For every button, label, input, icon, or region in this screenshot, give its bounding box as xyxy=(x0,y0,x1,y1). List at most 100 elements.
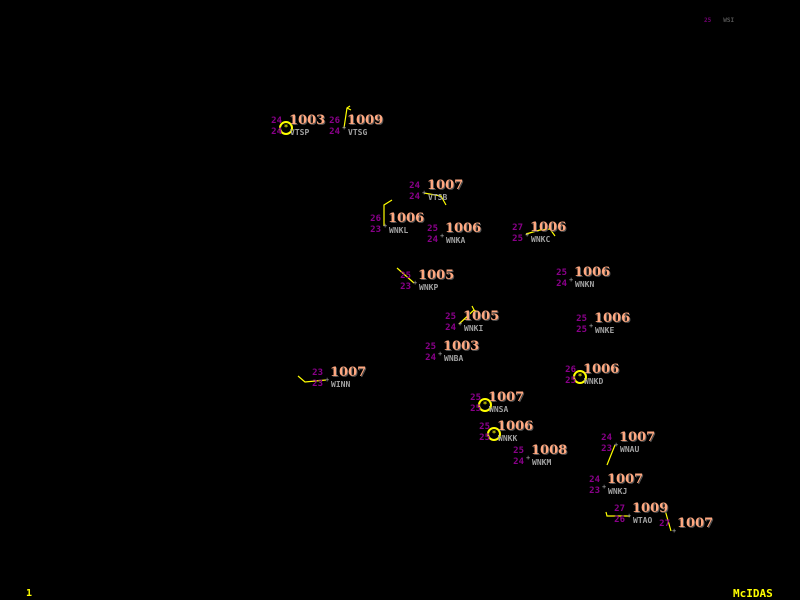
temperature: 26 xyxy=(370,214,381,224)
pressure: 1006 xyxy=(594,311,631,326)
station-marker-icon: + xyxy=(672,527,677,535)
pressure: 1007 xyxy=(607,472,644,487)
dewpoint: 25 xyxy=(512,234,523,244)
pressure: 1007 xyxy=(677,516,714,531)
temperature: 26 xyxy=(565,365,576,375)
wind-barb xyxy=(605,511,630,517)
dewpoint: 24 xyxy=(409,192,420,202)
pressure: 1003 xyxy=(443,339,480,354)
dewpoint: 24 xyxy=(329,127,340,137)
wind-barb xyxy=(458,305,478,325)
station-marker-icon: + xyxy=(627,512,632,520)
station-id: WNSA xyxy=(489,405,509,414)
pressure: 1008 xyxy=(531,443,568,458)
rain-symbol-icon: * xyxy=(487,427,501,441)
dewpoint: 24 xyxy=(425,353,436,363)
pressure: 1007 xyxy=(427,178,464,193)
station-id: WINN xyxy=(331,380,351,389)
station-marker-icon: + xyxy=(526,454,531,462)
station-marker-icon: + xyxy=(602,483,607,491)
wind-barb xyxy=(606,444,616,466)
dewpoint: 24 xyxy=(556,279,567,289)
wind-barb xyxy=(664,509,672,532)
rain-symbol-icon: * xyxy=(573,370,587,384)
station-marker-icon: + xyxy=(525,231,530,239)
station-id: WNKD xyxy=(584,377,604,386)
station-id: VTSB xyxy=(428,193,448,202)
temperature: 23 xyxy=(312,368,323,378)
station-id: WNAU xyxy=(620,445,640,454)
dewpoint: 23 xyxy=(400,282,411,292)
temperature: 26 xyxy=(329,116,340,126)
corner-id: WSI xyxy=(723,17,735,24)
wind-barb xyxy=(297,375,327,383)
dewpoint: 26 xyxy=(614,515,625,525)
wind-barb xyxy=(343,105,352,129)
wind-barb xyxy=(396,267,415,284)
temperature: 25 xyxy=(425,342,436,352)
station-marker-icon: + xyxy=(325,376,330,384)
pressure: 1009 xyxy=(632,501,669,516)
temperature: 25 xyxy=(400,271,411,281)
station-id: VTSP xyxy=(290,128,310,137)
dewpoint: 24 xyxy=(271,127,282,137)
dewpoint: 25 xyxy=(470,404,481,414)
mcidas-logo: McIDAS xyxy=(733,587,773,600)
station-id: WNKA xyxy=(446,236,466,245)
dewpoint: 23 xyxy=(370,225,381,235)
station-id: VTSG xyxy=(348,128,368,137)
pressure: 1005 xyxy=(418,268,455,283)
station-id: WNKI xyxy=(464,324,484,333)
station-id: WNKL xyxy=(389,226,409,235)
dewpoint: 23 xyxy=(312,379,323,389)
dewpoint: 25 xyxy=(576,325,587,335)
temperature: 25 xyxy=(513,446,524,456)
dewpoint: 24 xyxy=(513,457,524,467)
temperature: 27 xyxy=(614,504,625,514)
station-marker-icon: + xyxy=(383,222,388,230)
frame-number: 1 xyxy=(26,588,33,599)
temperature: 25 xyxy=(479,422,490,432)
temperature: 25 xyxy=(576,314,587,324)
station-id: WTAO xyxy=(633,516,653,525)
station-marker-icon: + xyxy=(342,124,347,132)
station-marker-icon: + xyxy=(569,276,574,284)
station-marker-icon: + xyxy=(440,232,445,240)
rain-symbol-icon: * xyxy=(478,398,492,412)
temperature: 27 xyxy=(512,223,523,233)
rain-symbol-icon: * xyxy=(279,121,293,135)
station-marker-icon: + xyxy=(458,320,463,328)
pressure: 1007 xyxy=(619,430,656,445)
station-id: WNKK xyxy=(498,434,518,443)
dewpoint: 24 xyxy=(427,235,438,245)
station-marker-icon: + xyxy=(589,322,594,330)
pressure: 1005 xyxy=(463,309,500,324)
pressure: 1009 xyxy=(347,113,384,128)
temperature: 24 xyxy=(601,433,612,443)
pressure: 1007 xyxy=(488,390,525,405)
station-id: WNKM xyxy=(532,458,552,467)
station-id: WNBA xyxy=(444,354,464,363)
station-marker-icon: + xyxy=(413,279,418,287)
temperature: 25 xyxy=(470,393,481,403)
wind-barb xyxy=(525,228,556,237)
pressure: 1007 xyxy=(330,365,367,380)
temperature: 24 xyxy=(271,116,282,126)
temperature: 25 xyxy=(556,268,567,278)
station-marker-icon: + xyxy=(422,189,427,197)
temperature: 25 xyxy=(427,224,438,234)
dewpoint: 23 xyxy=(589,486,600,496)
wind-barb xyxy=(383,199,393,226)
temperature: 25 xyxy=(445,312,456,322)
station-marker-icon: + xyxy=(614,441,619,449)
station-id: WNKN xyxy=(575,280,595,289)
pressure: 1006 xyxy=(583,362,620,377)
pressure: 1006 xyxy=(388,211,425,226)
dewpoint: 25 xyxy=(565,376,576,386)
temperature: 27 xyxy=(659,519,670,529)
pressure: 1006 xyxy=(530,220,567,235)
pressure: 1006 xyxy=(445,221,482,236)
